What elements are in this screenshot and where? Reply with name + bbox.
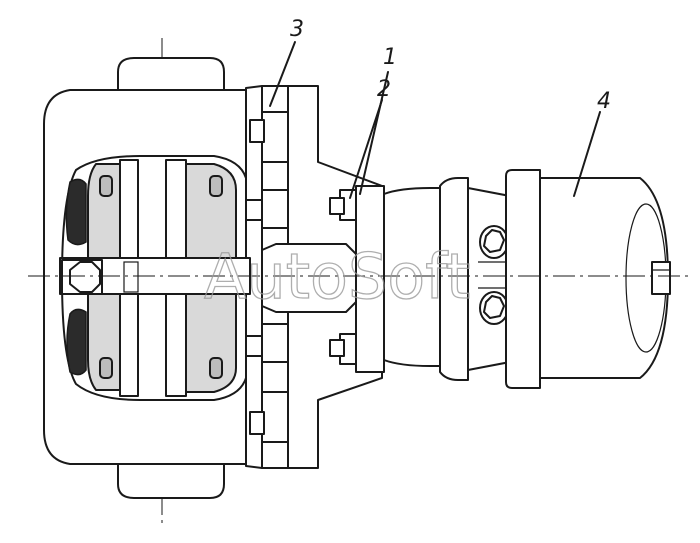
rib-top-left [65,178,87,246]
guide-pin-hex [69,261,101,293]
pin-collar [123,261,139,293]
leader-line-2 [349,99,383,199]
spring-chamber [539,177,669,379]
chamber-body-front [467,187,511,371]
release-bolt [651,261,671,295]
pad-slot-top-right [209,175,223,197]
top-mounting-lug [117,57,225,93]
bottom-mounting-lug [117,461,225,499]
callout-3: 3 [290,17,304,42]
flange-steps [261,111,289,443]
callout-1: 1 [383,45,397,70]
pad-slot-bottom-right [209,357,223,379]
small-block-top [245,199,263,221]
small-block-bottom [245,335,263,357]
callout-2: 2 [377,77,391,102]
block-bottom [261,323,289,363]
rib-bottom-left [66,308,87,376]
clamp-bolt-top-hex [483,229,505,253]
leader-line-4 [573,111,601,197]
bolt-bottom-head [329,339,345,357]
pad-slot-bottom-left [99,357,113,379]
tab-bottom [249,411,265,435]
chamber-band [505,169,541,389]
tab-top [249,119,265,143]
leader-line-3 [269,41,296,107]
block-top [261,189,289,229]
bolt-top-head [329,197,345,215]
leader-line-1 [359,71,389,195]
callout-4: 4 [597,89,611,114]
mounting-flange [355,185,385,373]
clamp-ring [439,177,469,381]
pad-slot-top-left [99,175,113,197]
clamp-bolt-bottom-hex [483,295,505,319]
watermark: AutoSoft [204,240,470,313]
